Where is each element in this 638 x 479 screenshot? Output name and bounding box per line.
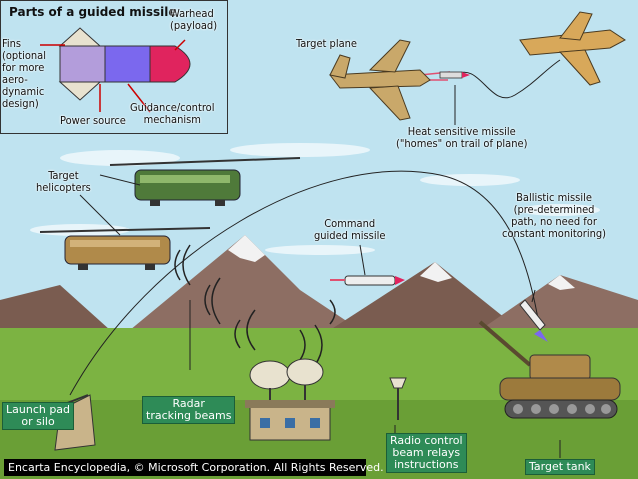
label-warhead: Warhead (payload): [170, 7, 218, 32]
box-radar: Radar tracking beams: [142, 396, 236, 424]
box-radio: Radio control beam relays instructions: [386, 433, 467, 473]
target-plane-right: [519, 11, 626, 86]
helicopter-bottom: [39, 227, 211, 270]
control-building: [245, 400, 335, 441]
command-missile: [330, 275, 405, 286]
box-target-tank: Target tank: [525, 459, 595, 475]
heat-missile-trail: [454, 59, 561, 99]
label-heat-missile: Heat sensitive missile ("homes" on trail…: [396, 125, 528, 150]
relay-antenna: [389, 377, 407, 420]
heat-missile: [439, 71, 470, 79]
label-command-missile: Command guided missile: [314, 217, 386, 242]
leader-lines: [79, 85, 561, 458]
label-power-source: Power source: [60, 114, 126, 127]
ballistic-missile: [519, 299, 548, 342]
inset-missile: [40, 27, 191, 113]
clouds: [30, 143, 600, 255]
radar-beams: [174, 244, 336, 366]
label-fins: Fins (optional for more aero- dynamic de…: [2, 37, 46, 110]
label-guidance: Guidance/control mechanism: [130, 101, 215, 126]
helicopter-top: [109, 157, 301, 206]
label-ballistic-missile: Ballistic missile (pre-determined path, …: [502, 191, 607, 240]
credit-line: Encarta Encyclopedia, © Microsoft Corpor…: [4, 459, 384, 476]
target-plane-left: [329, 39, 431, 121]
ballistic-trajectory: [69, 170, 541, 396]
mountains: [0, 235, 638, 330]
parts-inset: Parts of a guided missile: [0, 0, 228, 134]
inset-title: Parts of a guided missile: [9, 5, 177, 19]
label-target-helicopters: Target helicopters: [36, 169, 91, 194]
target-tank: [478, 320, 621, 419]
label-target-plane: Target plane: [296, 37, 358, 50]
box-launch-pad: Launch pad or silo: [2, 402, 75, 430]
